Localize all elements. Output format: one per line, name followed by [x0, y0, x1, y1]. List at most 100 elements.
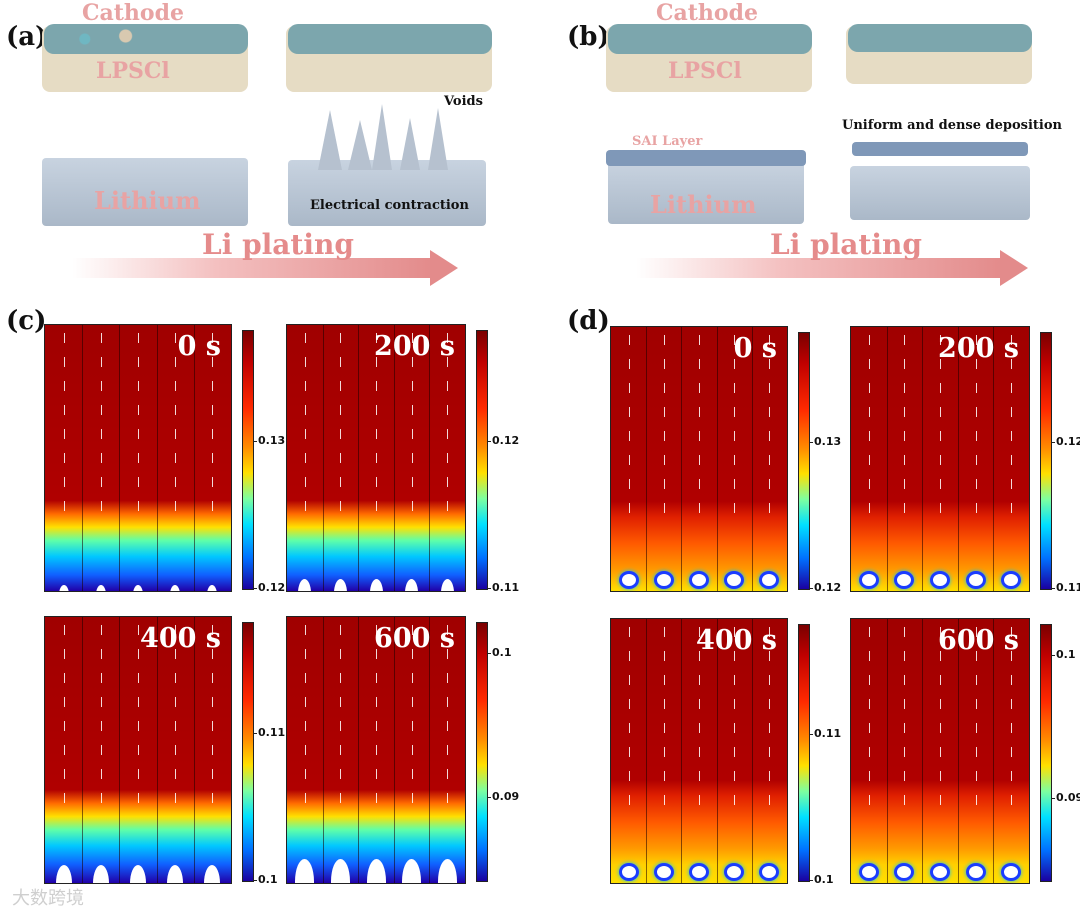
sai-layer-slab — [606, 150, 806, 166]
lithium-void-blob — [170, 585, 181, 591]
electrode-column-divider — [393, 617, 395, 883]
panel-d-plot-2: 400 s — [610, 618, 788, 884]
panel-b-label: (b) — [567, 22, 610, 52]
colorbar-tick-mark — [253, 732, 257, 734]
flux-arrow-line — [100, 625, 102, 813]
flux-arrow-line — [447, 625, 449, 813]
flux-arrow-line — [212, 333, 214, 521]
flux-arrow-line — [304, 625, 306, 813]
electrode-column-divider — [993, 619, 995, 883]
flux-arrow-line — [769, 627, 771, 813]
colorbar-tick-label: 0.1 — [492, 645, 512, 659]
colorbar-tick-label: 0.11 — [1056, 581, 1080, 594]
colorbar — [798, 332, 810, 590]
colorbar-tick-label: 0.11 — [492, 581, 520, 594]
uniform-deposit-ring — [759, 863, 780, 881]
uniform-deposit-ring — [965, 863, 986, 881]
colorbar-tick-mark — [253, 880, 257, 881]
panel-d-plot-0: 0 s — [610, 326, 788, 592]
flux-arrow-line — [663, 335, 665, 521]
flux-arrow-line — [340, 625, 342, 813]
flux-arrow-line — [628, 335, 630, 521]
uniform-deposit-ring — [965, 571, 986, 589]
flux-arrow-line — [138, 625, 139, 813]
colorbar-tick-label: 0.13 — [814, 435, 842, 449]
electrode-column-divider — [957, 619, 959, 883]
colorbar-tick-label: 0.09 — [1056, 791, 1080, 805]
lithium-void-blob — [95, 585, 106, 591]
time-stamp-label: 600 s — [938, 625, 1019, 656]
electrode-column-divider — [119, 617, 121, 883]
electrode-column-divider — [922, 619, 924, 883]
colorbar — [798, 624, 810, 882]
colorbar-tick-mark — [809, 442, 813, 444]
lithium-slab-b-right — [850, 166, 1030, 220]
colorbar-tick-label: 0.12 — [814, 581, 842, 594]
flux-arrow-line — [212, 625, 214, 813]
lithium-void-blob — [402, 859, 422, 883]
flux-arrow-line — [304, 333, 306, 521]
lithium-void-blob — [405, 579, 419, 591]
electrode-column-divider — [716, 619, 718, 883]
uniform-deposit-ring — [653, 571, 674, 589]
flux-arrow-line — [904, 335, 906, 521]
sai-layer-label: SAI Layer — [632, 134, 703, 149]
lithium-slab-a-left — [42, 158, 248, 226]
lithium-void-blob — [298, 579, 312, 591]
panel-c-label: (c) — [6, 306, 47, 336]
cathode-particles-left — [44, 24, 248, 54]
colorbar — [242, 622, 254, 882]
flux-arrow-line — [975, 335, 977, 521]
colorbar-tick-label: 0.1 — [258, 873, 278, 886]
uniform-deposit-ring — [858, 571, 879, 589]
colorbar-tick-mark — [809, 734, 813, 736]
flux-arrow-line — [63, 333, 65, 521]
electrode-column-divider — [393, 325, 395, 591]
panel-c-plot-3: 600 s — [286, 616, 466, 884]
lithium-void-blob — [130, 865, 146, 883]
electrode-column-divider — [193, 617, 195, 883]
lithium-void-blob — [366, 859, 386, 883]
plating-label-b: Li plating — [770, 228, 922, 261]
colorbar-tick-label: 0.1 — [814, 873, 834, 886]
colorbar-tick-label: 0.11 — [258, 725, 286, 739]
lithium-void-blob — [133, 585, 143, 591]
cathode-particles-right — [288, 24, 492, 54]
uniform-deposit-ring — [858, 863, 879, 881]
lithium-slab-b-left — [608, 162, 804, 224]
flux-arrow-line — [868, 627, 870, 813]
uniform-deposit-ring — [930, 571, 950, 589]
electrode-column-divider — [886, 327, 888, 591]
time-stamp-label: 200 s — [374, 331, 455, 362]
electrode-column-divider — [156, 325, 158, 591]
flux-arrow-line — [734, 335, 736, 521]
uniform-deposit-ring — [894, 571, 915, 589]
panel-c-plot-0: 0 s — [44, 324, 232, 592]
uniform-deposit-ring — [724, 571, 745, 589]
colorbar-tick-label: 0.11 — [814, 727, 842, 741]
colorbar-tick-mark — [809, 880, 813, 881]
colorbar-tick-mark — [809, 588, 813, 589]
lithium-void-blob — [58, 585, 69, 591]
flux-arrow-line — [411, 625, 413, 813]
lpscl-label-b: LPSCl — [668, 58, 742, 84]
lithium-void-blob — [369, 579, 383, 591]
colorbar-tick-mark — [487, 440, 491, 442]
flux-arrow-line — [769, 335, 771, 521]
flux-arrow-line — [699, 627, 700, 813]
time-stamp-label: 400 s — [696, 625, 777, 656]
lithium-void-blob — [167, 865, 184, 883]
flux-arrow-line — [904, 627, 906, 813]
colorbar-tick-mark — [487, 652, 491, 654]
cathode-particles-b-right — [848, 24, 1032, 52]
lithium-void-blob — [92, 865, 109, 883]
uniform-deposit-ring — [653, 863, 674, 881]
lithium-slab-a-right — [288, 160, 486, 226]
electrode-column-divider — [751, 619, 753, 883]
lpscl-label-a: LPSCl — [96, 58, 170, 84]
plating-arrowhead-b — [1000, 250, 1028, 286]
colorbar-tick-mark — [1051, 442, 1055, 444]
flux-arrow-line — [1011, 335, 1013, 521]
colorbar-tick-label: 0.12 — [492, 433, 520, 447]
electrode-column-divider — [429, 617, 431, 883]
